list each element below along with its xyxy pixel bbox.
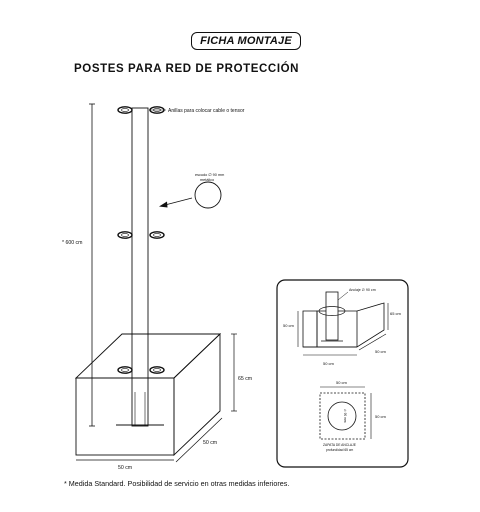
- inset-side-depth: 50 cm: [375, 349, 387, 354]
- inset-left-height: 50 cm: [283, 323, 295, 328]
- pole-section-circle: [194, 181, 222, 209]
- ring-label: Anillas para colocar cable o tensor: [168, 108, 245, 114]
- ring-base-left: [117, 366, 133, 374]
- base-depth-label: 50 cm: [203, 440, 217, 446]
- footnote: * Medida Standard. Posibilidad de servic…: [64, 479, 290, 488]
- pole-note-line2: metálico: [200, 178, 214, 182]
- inset-caption-line2: profundidad 65 cm: [326, 448, 354, 452]
- ficha-montaje-badge: FICHA MONTAJE: [191, 32, 301, 50]
- top-view-circle-label: ∅ 90 mm: [343, 409, 347, 423]
- page-title: POSTES PARA RED DE PROTECCIÓN: [74, 63, 300, 75]
- inset-anchor-label: Anclaje ∅ 90 cm: [349, 288, 376, 292]
- top-view-height: 50 cm: [375, 414, 387, 419]
- inset-front-width: 50 cm: [323, 361, 335, 366]
- ring-mid-right: [149, 231, 165, 239]
- base-height-label: 65 cm: [238, 376, 252, 382]
- ring-mid-left: [117, 231, 133, 239]
- base-width-label: 50 cm: [118, 465, 132, 471]
- anchor-pit: [302, 302, 385, 348]
- top-view-square: [319, 392, 366, 440]
- section-arrow: [164, 197, 193, 206]
- pole: [131, 107, 149, 427]
- top-view-width: 50 cm: [336, 380, 348, 385]
- top-view-circle: [327, 401, 357, 431]
- concrete-base: [74, 332, 222, 457]
- anchor-pole: [325, 291, 339, 341]
- inset-caption-line1: ZAPATA DE ANCLAJE: [323, 443, 357, 447]
- pole-note-line1: escudo ∅ 90 mm: [195, 173, 224, 177]
- inset-frame: [276, 279, 409, 468]
- ring-base-right: [149, 366, 165, 374]
- height-label: * 600 cm: [62, 240, 82, 246]
- inset-right-height: 65 cm: [390, 311, 402, 316]
- ring-top-left: [117, 106, 133, 114]
